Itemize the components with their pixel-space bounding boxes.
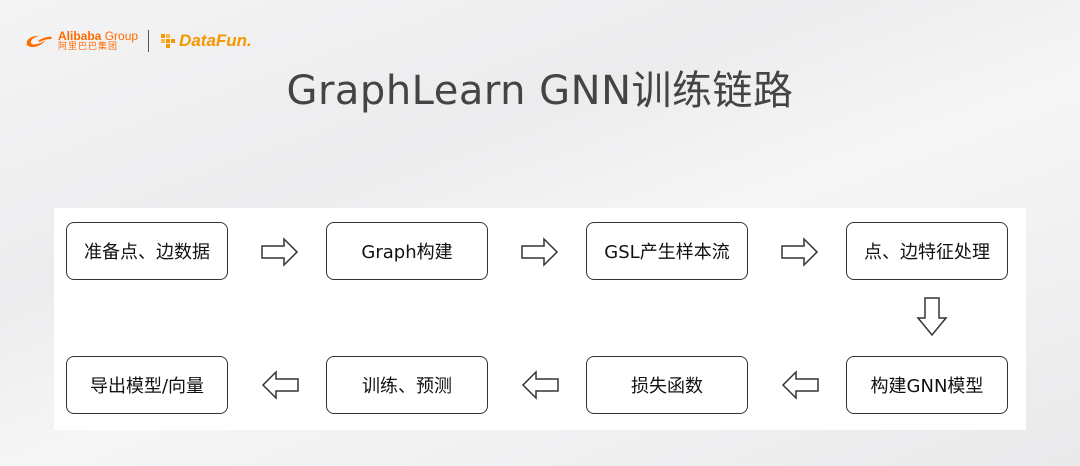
header-logos: Alibaba Group 阿里巴巴集团 DataFun. bbox=[24, 24, 252, 58]
page-title: GraphLearn GNN训练链路 bbox=[286, 68, 794, 114]
flow-node-gsl-sample-stream: GSL产生样本流 bbox=[586, 222, 748, 280]
alibaba-logo-icon bbox=[26, 35, 52, 48]
arrow-left-icon bbox=[261, 370, 299, 400]
alibaba-group-word: Group bbox=[104, 29, 139, 43]
arrow-left-icon bbox=[521, 370, 559, 400]
datafun-logo: DataFun. bbox=[159, 31, 252, 51]
flow-node-export-model: 导出模型/向量 bbox=[66, 356, 228, 414]
flow-node-train-predict: 训练、预测 bbox=[326, 356, 488, 414]
alibaba-group-logo: Alibaba Group 阿里巴巴集团 bbox=[24, 30, 138, 52]
flow-node-feature-processing: 点、边特征处理 bbox=[846, 222, 1008, 280]
flow-node-loss-function: 损失函数 bbox=[586, 356, 748, 414]
arrow-down-icon bbox=[916, 297, 948, 337]
flow-node-prepare-data: 准备点、边数据 bbox=[66, 222, 228, 280]
flow-diagram-panel: 准备点、边数据 Graph构建 GSL产生样本流 点、边特征处理 构建GNN模型… bbox=[54, 208, 1026, 430]
arrow-right-icon bbox=[781, 237, 819, 267]
arrow-right-icon bbox=[261, 237, 299, 267]
flow-node-graph-build: Graph构建 bbox=[326, 222, 488, 280]
alibaba-name-cn: 阿里巴巴集团 bbox=[58, 42, 119, 52]
arrow-right-icon bbox=[521, 237, 559, 267]
datafun-logo-icon bbox=[161, 34, 176, 48]
logo-divider bbox=[148, 30, 150, 52]
datafun-name: DataFun. bbox=[179, 31, 252, 50]
alibaba-name: Alibaba bbox=[58, 29, 102, 43]
arrow-left-icon bbox=[781, 370, 819, 400]
flow-node-build-gnn-model: 构建GNN模型 bbox=[846, 356, 1008, 414]
